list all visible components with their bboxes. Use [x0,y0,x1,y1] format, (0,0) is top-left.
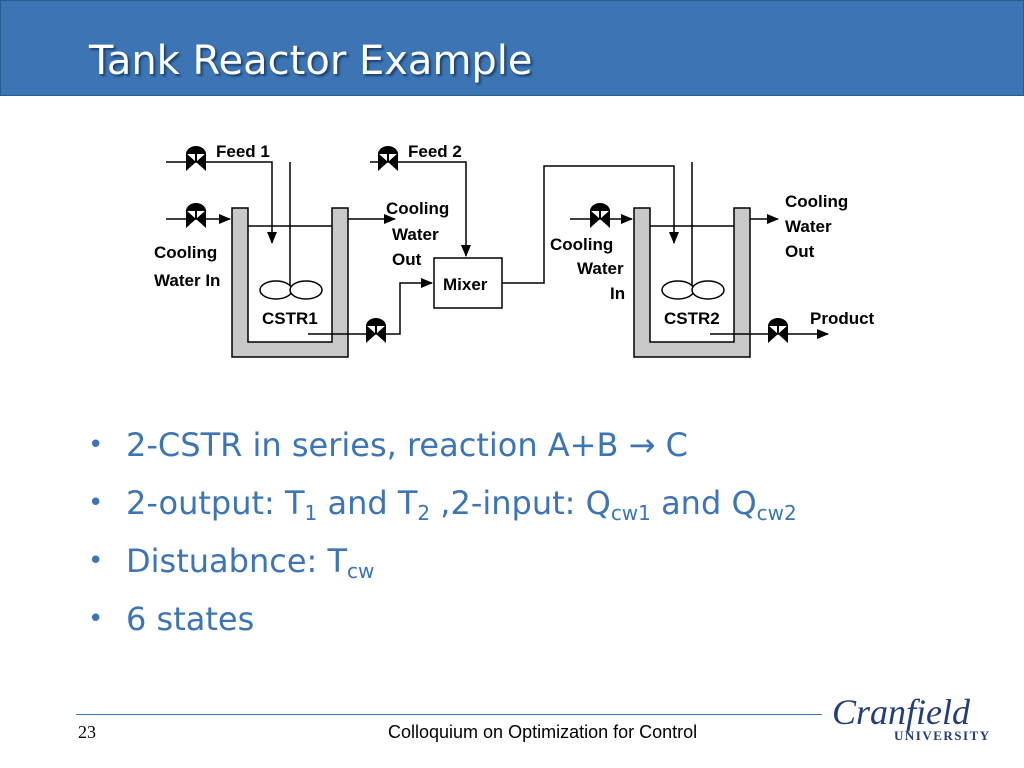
bullet-item: • 2-output: T1 and T2 ,2-input: Qcw1 and… [88,480,797,538]
slide-title: Tank Reactor Example [89,38,533,84]
cooling-in2-label-line3: In [610,284,625,303]
feed1-valve-icon [185,145,207,172]
cstr1-outlet-valve-icon [365,317,387,344]
footer-divider [76,714,822,715]
cooling-out2-label-line2: Water [785,217,832,236]
logo-wordmark: Cranfield [832,692,971,732]
bullet-dot-icon: • [88,430,104,460]
process-flow-diagram: Feed 1 Feed 2 Cooling Water In Cooling W… [154,142,875,358]
cooling-in1-label-line2: Water In [154,271,220,290]
feed2-label: Feed 2 [408,142,462,161]
right-arrow-icon: → [628,426,656,464]
bullet-dot-icon: • [88,546,104,576]
cooling-out1-label-line1: Cooling [386,199,449,218]
page-number: 23 [78,722,96,742]
cstr1-label: CSTR1 [262,309,318,328]
cooling-out1-label-line2: Water [392,225,439,244]
cstr2-tank [633,162,751,358]
product-label: Product [810,309,875,328]
bullet-dot-icon: • [88,604,104,634]
cooling-in1-valve-icon [185,202,207,229]
product-valve-icon [767,317,789,344]
bullet-item: • 6 states [88,596,797,654]
feed2-valve-icon [377,145,399,172]
cranfield-logo: Cranfield UNIVERSITY [832,694,1020,744]
cooling-in2-label-line1: Cooling [550,235,613,254]
title-bar: Tank Reactor Example [0,0,1024,96]
bullet-item: • 2-CSTR in series, reaction A+B → C [88,422,797,480]
logo-subtitle: UNIVERSITY [894,728,991,743]
bullet-item: • Distuabnce: Tcw [88,538,797,596]
cooling-in1-label-line1: Cooling [154,243,217,262]
cooling-in2-valve-icon [589,202,611,229]
mixer-label: Mixer [443,275,488,294]
footer-text: Colloquium on Optimization for Control [388,722,698,742]
cooling-out2-label-line1: Cooling [785,192,848,211]
mixer-box [433,257,503,309]
cstr1-tank [231,162,349,358]
bullet-dot-icon: • [88,488,104,518]
feed1-label: Feed 1 [216,142,270,161]
cooling-out2-label-line3: Out [785,242,815,261]
cstr2-label: CSTR2 [664,309,720,328]
cooling-in2-label-line2: Water [577,259,624,278]
bullet-list: • 2-CSTR in series, reaction A+B → C • 2… [88,422,797,654]
cooling-out1-label-line3: Out [392,250,422,269]
